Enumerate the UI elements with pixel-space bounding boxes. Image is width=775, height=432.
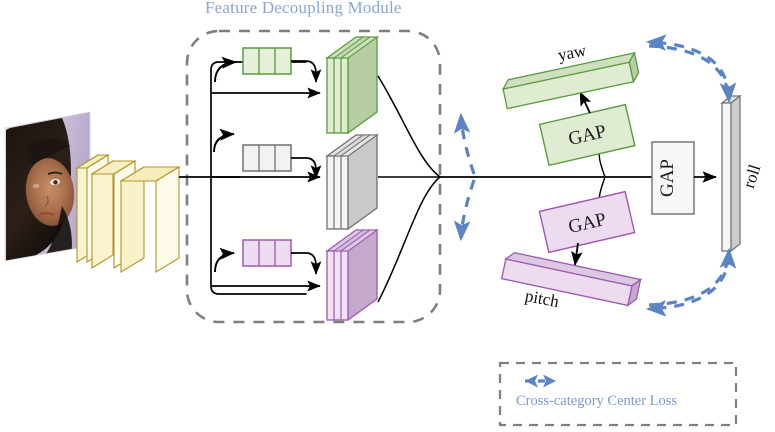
double-headed-dashed-arrow-icon: [525, 374, 556, 388]
fdm-branch-gray: [211, 128, 380, 231]
fdm-branch-purple: [210, 176, 380, 322]
cnn-backbone: [75, 154, 181, 273]
backbone-block-3: [119, 166, 181, 273]
mini-bar-gray: [242, 144, 292, 172]
gap-label-roll: GAP: [657, 159, 678, 197]
gap-box-roll: GAP: [651, 141, 695, 215]
mini-bar-purple: [242, 239, 292, 267]
mini-bar-green: [242, 47, 292, 75]
center-loss-arcs: [453, 34, 737, 317]
arrow-gap-to-yaw: [579, 91, 592, 114]
fdm-title: Feature Decoupling Module: [205, 0, 402, 17]
fdm-branch-green: [210, 35, 380, 178]
legend-label: Cross-category Center Loss: [516, 393, 678, 409]
gap-box-pitch: GAP: [538, 190, 636, 254]
feature-merge-lines: [377, 75, 441, 303]
output-label-roll: roll: [739, 162, 764, 191]
feature-slab-gray: [324, 133, 380, 231]
legend-box: [498, 361, 738, 427]
output-bar-yaw: [501, 51, 640, 110]
output-bar-roll: [720, 94, 742, 253]
arc-top-right: [645, 34, 731, 97]
feature-slab-green: [324, 35, 380, 135]
gap-box-yaw: GAP: [538, 103, 636, 167]
feature-slab-purple: [324, 228, 380, 322]
output-label-yaw: yaw: [556, 40, 588, 64]
arc-bottom-right-rev: [648, 247, 737, 307]
output-bar-pitch: [500, 251, 643, 307]
arc-top-right-rev: [648, 44, 737, 104]
face-photo: [4, 111, 91, 262]
arc-bottom-right: [645, 254, 731, 317]
arc-left-down: [453, 179, 476, 242]
arrow-gap-to-pitch: [571, 242, 583, 266]
arc-left-up: [453, 112, 476, 175]
